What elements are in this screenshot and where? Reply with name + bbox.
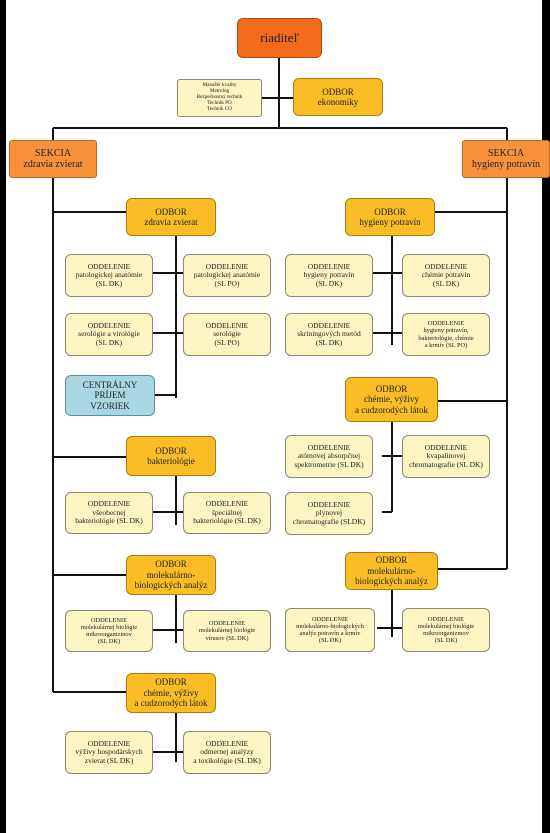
odbor-zdravia-zvierat: ODBOR zdravia zvierat	[126, 198, 216, 236]
oddelenie-molekularnej-biologie-mikroorganizmov-left: ODDELENIE molekulárnej biológie mikroorg…	[65, 610, 153, 652]
oddelenie-serologie-po: ODDELENIE serológie (SL PO)	[183, 313, 271, 356]
odbor-chemie-vyzivy-right: ODBOR chémie, výživy a cudzorodých látok	[345, 377, 438, 422]
oddelenie-odmernej-analyzy-a-toxikologie: ODDELENIE odmernej analýzy a toxikológie…	[183, 731, 271, 774]
director-box: riaditeľ	[237, 18, 322, 58]
odbor-molekularno-biologickych-analyz-right: ODBOR molekulárno- biologických analýz	[345, 552, 438, 590]
page	[6, 0, 542, 833]
oddelenie-vyzivy-hospodarskych-zvierat: ODDELENIE výživy hospodárskych zvierat (…	[65, 731, 153, 774]
oddelenie-patologickej-anatomie-dk: ODDELENIE patologickej anatómie (SL DK)	[65, 254, 153, 297]
odbor-ekonomiky: ODBOR ekonomiky	[293, 78, 383, 116]
odbor-molekularno-biologickych-analyz-left: ODBOR molekulárno- biologických analýz	[126, 555, 216, 595]
oddelenie-serologie-a-virologie-dk: ODDELENIE serológie a virológie (SL DK)	[65, 313, 153, 356]
oddelenie-specialnej-bakteriologie: ODDELENIE špeciálnej bakteriológie (SL D…	[183, 492, 271, 534]
sekcia-hygieny-potravin: SEKCIA hygieny potravín	[462, 140, 550, 178]
oddelenie-molekularnej-biologie-virusov: ODDELENIE molekulárnej biológie vírusov …	[183, 610, 271, 652]
oddelenie-hygieny-potravin-dk: ODDELENIE hygieny potravín (SL DK)	[285, 254, 373, 297]
oddelenie-chemie-potravin: ODDELENIE chémie potravín (SL DK)	[402, 254, 490, 297]
management-box: Manažér kvality Metrológ Bezpečnostný te…	[177, 79, 262, 117]
oddelenie-atomovej-absorpcnej-spektrometrie: ODDELENIE atómovej absorpčnej spektromet…	[285, 435, 373, 478]
oddelenie-molekularnej-biologie-mikroorganizmov-right: ODDELENIE molekulárnej biológie mikroorg…	[402, 608, 490, 652]
odbor-chemie-vyzivy-left: ODBOR chémie, výživy a cudzorodých látok	[126, 673, 216, 713]
oddelenie-plynovej-chromatografie: ODDELENIE plynovej chromatografie (SLDK)	[285, 492, 373, 535]
oddelenie-patologickej-anatomie-po: ODDELENIE patologickej anatómie (SL PO)	[183, 254, 271, 297]
odbor-hygieny-potravin: ODBOR hygieny potravín	[345, 198, 435, 236]
oddelenie-kvapalinovej-chromatografie: ODDELENIE kvapalinovej chromatografie (S…	[402, 435, 490, 478]
oddelenie-molekularno-biologickych-analyz-potravin: ODDELENIE molekulárno-biologických analý…	[285, 608, 375, 652]
oddelenie-hygieny-potravin-po: ODDELENIE hygieny potravín, bakteriológi…	[402, 313, 490, 356]
sekcia-zdravia-zvierat: SEKCIA zdravia zvierat	[9, 140, 97, 178]
oddelenie-skriningovych-metod: ODDELENIE skríningových metód (SL DK)	[285, 313, 373, 356]
oddelenie-vseobecnej-bakteriologie: ODDELENIE všeobecnej bakteriológie (SL D…	[65, 492, 153, 534]
centralny-prijem-vzoriek: CENTRÁLNY PRÍJEM VZORIEK	[65, 375, 155, 416]
odbor-bakteriologie: ODBOR bakteriológie	[126, 436, 216, 476]
